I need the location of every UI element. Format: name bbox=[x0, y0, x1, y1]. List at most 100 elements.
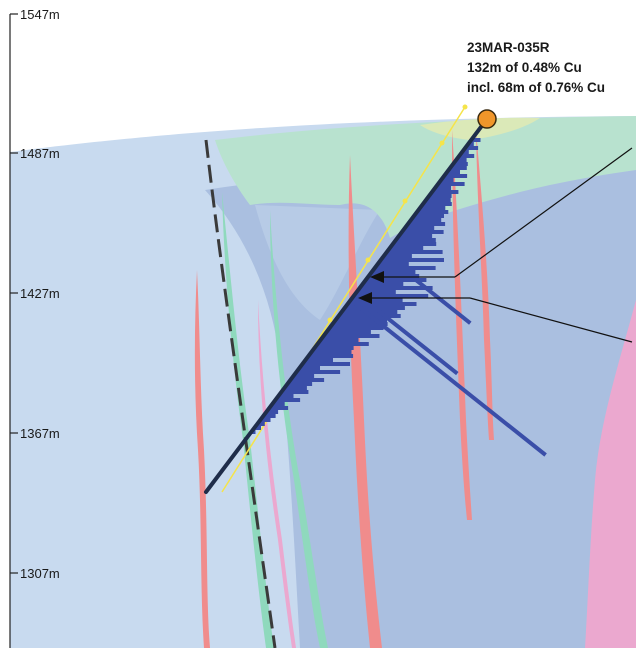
histogram-bar bbox=[305, 358, 333, 362]
histogram-bar bbox=[416, 210, 449, 214]
histogram-bar bbox=[395, 238, 436, 242]
elevation-label: 1367m bbox=[20, 426, 60, 441]
elevation-label: 1427m bbox=[20, 286, 60, 301]
drill-collar-marker[interactable] bbox=[477, 109, 497, 129]
red-dyke-central bbox=[348, 155, 382, 648]
histogram-bar bbox=[347, 302, 417, 306]
drill-hole-label: 23MAR-035R 132m of 0.48% Cu incl. 68m of… bbox=[467, 40, 605, 95]
histogram-bar bbox=[450, 166, 467, 170]
histogram-bar bbox=[299, 366, 320, 370]
histogram-bar bbox=[326, 330, 371, 334]
arrowhead-lower bbox=[358, 292, 372, 304]
histogram-bar bbox=[456, 158, 467, 162]
histogram-bar bbox=[287, 382, 313, 386]
elevation-label: 1307m bbox=[20, 566, 60, 581]
histogram-bar bbox=[423, 202, 452, 206]
histogram-bar bbox=[386, 250, 443, 254]
callout-line-upper bbox=[454, 147, 633, 278]
histogram-bar bbox=[380, 258, 444, 262]
axis-tick-1427: 1427m bbox=[10, 286, 60, 301]
survey-point bbox=[402, 198, 408, 204]
histogram-bar bbox=[275, 398, 301, 402]
red-dyke-right-2 bbox=[476, 130, 494, 440]
histogram-bar bbox=[353, 294, 429, 298]
axis-tick-1547: 1547m bbox=[10, 7, 60, 22]
histogram-bar bbox=[329, 326, 384, 330]
histogram-bar bbox=[296, 370, 341, 374]
elevation-label: 1487m bbox=[20, 146, 60, 161]
histogram-bar bbox=[284, 386, 307, 390]
histogram-bar bbox=[389, 246, 424, 250]
survey-point bbox=[439, 140, 445, 146]
fault-line bbox=[204, 139, 277, 648]
histogram-bar bbox=[435, 186, 452, 190]
histogram-bar bbox=[426, 198, 451, 202]
dykes bbox=[194, 130, 494, 648]
histogram-bar bbox=[362, 282, 404, 286]
histogram-bar bbox=[320, 338, 359, 342]
histogram-bar bbox=[260, 418, 271, 422]
histogram-bar bbox=[432, 190, 459, 194]
histogram-bar bbox=[359, 286, 433, 290]
histogram-bar bbox=[465, 146, 479, 150]
histogram-bar bbox=[404, 226, 435, 230]
histogram-bar bbox=[371, 270, 416, 274]
axis-tick-1367: 1367m bbox=[10, 426, 60, 441]
arrowhead-upper bbox=[370, 271, 384, 283]
histogram-bar bbox=[407, 222, 446, 226]
survey-point bbox=[462, 104, 468, 110]
histogram-spike bbox=[349, 298, 547, 457]
intercept-included: incl. 68m of 0.76% Cu bbox=[467, 80, 605, 95]
histogram-bar bbox=[257, 422, 265, 426]
survey-line bbox=[221, 106, 466, 493]
elevation-axis: 1547m 1487m 1427m 1367m 1307m bbox=[9, 7, 60, 648]
histogram-bar bbox=[413, 214, 444, 218]
assay-histogram bbox=[251, 138, 547, 457]
histogram-bar bbox=[290, 378, 325, 382]
histogram-spike bbox=[383, 253, 472, 325]
overburden-unit bbox=[215, 116, 636, 238]
histogram-bar bbox=[263, 414, 276, 418]
axis-tick-1307: 1307m bbox=[10, 566, 60, 581]
drill-hole-id: 23MAR-035R bbox=[467, 40, 550, 55]
histogram-bar bbox=[314, 346, 354, 350]
histogram-bar bbox=[335, 318, 387, 322]
histogram-bar bbox=[401, 230, 444, 234]
histogram-bar bbox=[281, 390, 309, 394]
histogram-bar bbox=[462, 150, 469, 154]
histogram-bar bbox=[429, 194, 452, 198]
histogram-bar bbox=[323, 334, 380, 338]
histogram-bar bbox=[341, 310, 398, 314]
histogram-bar bbox=[420, 206, 446, 210]
histogram-bar bbox=[302, 362, 350, 366]
histogram-bar bbox=[383, 254, 412, 258]
histogram-bar bbox=[453, 162, 468, 166]
histogram-bar bbox=[441, 178, 454, 182]
histogram-bar bbox=[444, 174, 468, 178]
histogram-bar bbox=[471, 138, 481, 142]
callout-arrows bbox=[358, 147, 633, 343]
histogram-bar bbox=[269, 406, 289, 410]
histogram-bar bbox=[254, 426, 261, 430]
histogram-bar bbox=[278, 394, 294, 398]
elevation-label: 1547m bbox=[20, 7, 60, 22]
histogram-bar bbox=[392, 242, 437, 246]
drill-hole-trace bbox=[204, 117, 489, 494]
pink-intrusive-unit bbox=[585, 300, 636, 648]
red-dyke-left bbox=[194, 270, 210, 648]
red-dyke-right-1 bbox=[452, 130, 472, 520]
survey-point bbox=[327, 317, 333, 323]
histogram-bar bbox=[308, 354, 354, 358]
histogram-bar bbox=[438, 182, 465, 186]
histogram-bar bbox=[293, 374, 315, 378]
intercept-main: 132m of 0.48% Cu bbox=[467, 60, 582, 75]
histogram-bar bbox=[272, 402, 285, 406]
histogram-bar bbox=[368, 274, 420, 278]
histogram-bar bbox=[266, 410, 279, 414]
histogram-bar bbox=[398, 234, 433, 238]
survey-point bbox=[365, 257, 371, 263]
histogram-bar bbox=[350, 298, 403, 302]
histogram-bar bbox=[374, 266, 436, 270]
histogram-bar bbox=[311, 350, 352, 354]
